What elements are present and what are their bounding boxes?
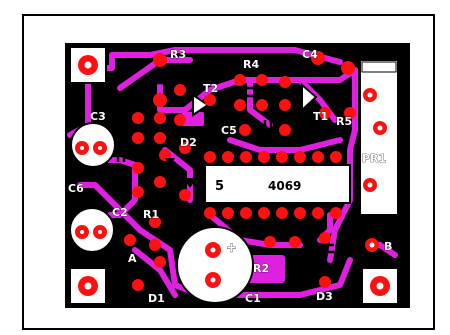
label-d2: D2 bbox=[180, 136, 197, 149]
label-c2: C2 bbox=[112, 206, 128, 219]
label-d1: D1 bbox=[148, 292, 165, 305]
pad-holes bbox=[80, 92, 383, 283]
label-r2: R2 bbox=[253, 262, 269, 275]
pr1-header bbox=[361, 61, 397, 73]
label-c3: C3 bbox=[90, 110, 106, 123]
label-r3: R3 bbox=[170, 48, 186, 61]
diode-symbols bbox=[165, 158, 197, 188]
label-r4: R4 bbox=[243, 58, 259, 71]
capacitor-outlines bbox=[69, 122, 254, 304]
label-ic-part: 4069 bbox=[268, 179, 301, 193]
silkscreen-symbols bbox=[116, 73, 342, 254]
label-t1: T1 bbox=[313, 110, 328, 123]
ic-outline bbox=[204, 164, 351, 204]
label-c1: C1 bbox=[245, 292, 261, 305]
label-c5: C5 bbox=[221, 124, 237, 137]
label-t2: T2 bbox=[203, 82, 218, 95]
label-plus: + bbox=[226, 241, 237, 256]
component-pads bbox=[75, 51, 387, 291]
copper-traces bbox=[67, 47, 398, 298]
label-r1: R1 bbox=[143, 208, 159, 221]
label-d3: D3 bbox=[316, 290, 333, 303]
label-a: A bbox=[128, 252, 137, 265]
label-c6: C6 bbox=[68, 182, 84, 195]
label-ic1: 5 bbox=[215, 179, 224, 194]
label-pr1: PR1 bbox=[362, 152, 386, 165]
label-c4: C4 bbox=[302, 48, 318, 61]
label-r5: R5 bbox=[336, 115, 352, 128]
mounting-pads bbox=[69, 46, 399, 305]
label-b: B bbox=[384, 240, 392, 253]
transistor-symbols bbox=[192, 82, 318, 117]
pr1-outline bbox=[359, 59, 399, 216]
